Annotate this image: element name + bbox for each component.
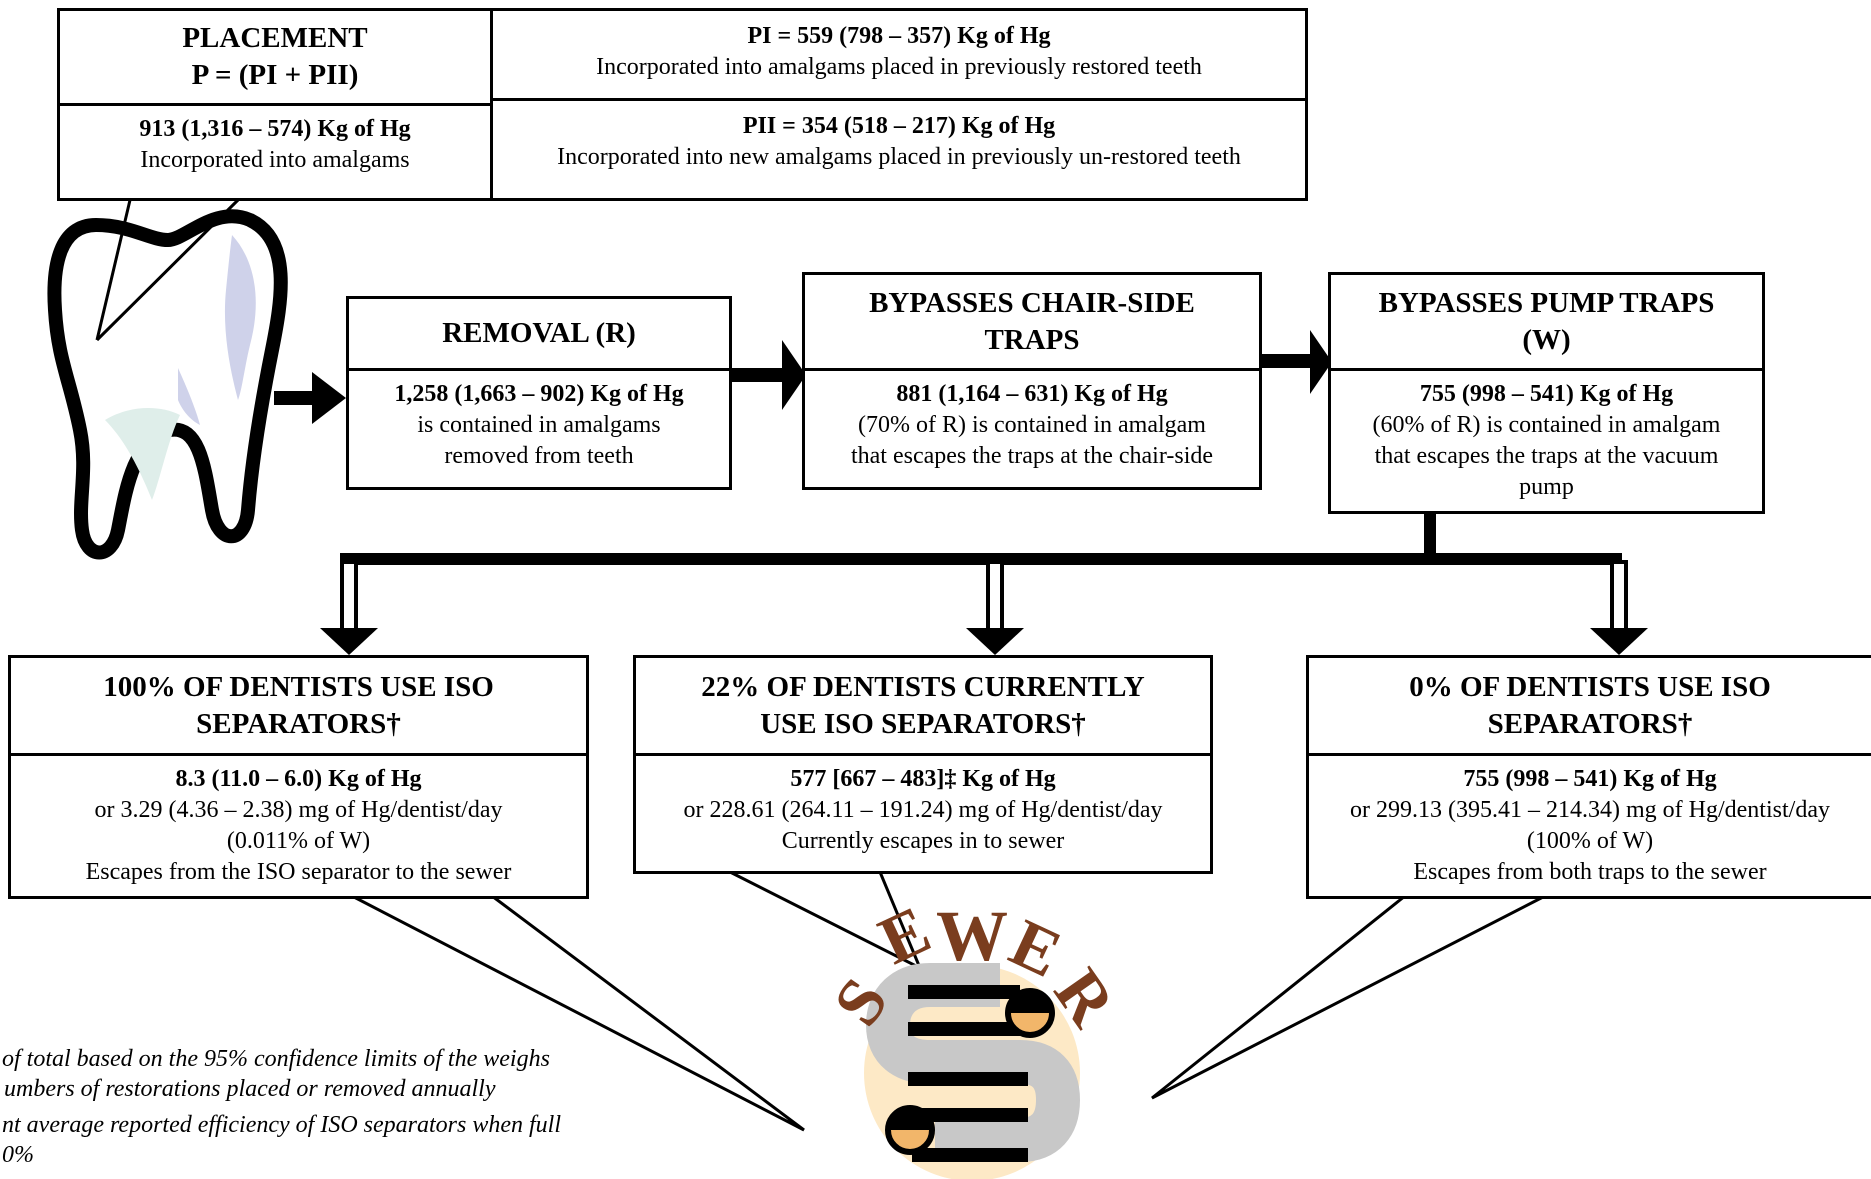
placement-body: 913 (1,316 – 574) Kg of Hg Incorporated … <box>60 106 490 198</box>
placement-callout <box>95 198 240 342</box>
scenario-0-body: 755 (998 – 541) Kg of Hg or 299.13 (395.… <box>1309 756 1871 896</box>
pump-desc-1: (60% of R) is contained in amalgam <box>1372 412 1721 438</box>
chairside-value: 881 (1,164 – 631) Kg of Hg <box>896 381 1168 407</box>
arrow-tooth-to-removal <box>274 372 346 424</box>
chairside-title-2: TRAPS <box>984 323 1080 356</box>
chairside-box: BYPASSES CHAIR-SIDE TRAPS 881 (1,164 – 6… <box>802 272 1262 490</box>
pi-desc: Incorporated into amalgams placed in pre… <box>596 54 1202 80</box>
pi-value: PI = 559 (798 – 357) Kg of Hg <box>747 23 1051 49</box>
chairside-title-1: BYPASSES CHAIR-SIDE <box>869 286 1195 319</box>
scenario-0-title-1: 0% OF DENTISTS USE ISO <box>1409 670 1771 703</box>
pii-desc: Incorporated into new amalgams placed in… <box>557 144 1241 170</box>
removal-title: REMOVAL (R) <box>442 317 636 349</box>
scenario-22-value: 577 [667 – 483]‡ Kg of Hg <box>790 766 1056 792</box>
branch-connectors <box>320 513 1648 655</box>
pump-body: 755 (998 – 541) Kg of Hg (60% of R) is c… <box>1331 371 1762 511</box>
placement-box: PLACEMENT P = (PI + PII) 913 (1,316 – 57… <box>57 8 493 201</box>
removal-value: 1,258 (1,663 – 902) Kg of Hg <box>394 381 684 407</box>
scenario-22-title-1: 22% OF DENTISTS CURRENTLY <box>701 670 1145 703</box>
placement-value: 913 (1,316 – 574) Kg of Hg <box>139 116 411 142</box>
arrow-removal-to-chairside <box>730 340 806 410</box>
tooth-icon <box>47 209 288 560</box>
footnote-1: of total based on the 95% confidence lim… <box>2 1046 550 1072</box>
chairside-desc-2: that escapes the traps at the chair-side <box>850 443 1214 469</box>
scenario-100-body: 8.3 (11.0 – 6.0) Kg of Hg or 3.29 (4.36 … <box>11 756 586 896</box>
pi-pii-box: PI = 559 (798 – 357) Kg of Hg Incorporat… <box>490 8 1308 201</box>
scenario-100-desc-2: (0.011% of W) <box>226 828 371 854</box>
scenario-100-title-2: SEPARATORS† <box>196 707 401 740</box>
footnote-3: nt average reported efficiency of ISO se… <box>2 1112 561 1138</box>
placement-formula: P = (PI + PII) <box>191 59 359 91</box>
sewer-letter-w: W <box>936 896 1008 976</box>
pump-desc-3: pump <box>1519 474 1574 500</box>
scenario-22-title-2: USE ISO SEPARATORS† <box>760 707 1086 740</box>
footnote-2: umbers of restorations placed or removed… <box>4 1076 496 1102</box>
pump-title-1: BYPASSES PUMP TRAPS <box>1378 286 1715 319</box>
scenario-0-desc-1: or 299.13 (395.41 – 214.34) mg of Hg/den… <box>1350 797 1830 823</box>
scenario-0-title-2: SEPARATORS† <box>1487 707 1693 740</box>
scenario-0-value: 755 (998 – 541) Kg of Hg <box>1463 766 1717 792</box>
scenario-22-desc-2: Currently escapes in to sewer <box>781 828 1065 854</box>
pii-section: PII = 354 (518 – 217) Kg of Hg Incorpora… <box>493 101 1305 198</box>
scenario-0-desc-2: (100% of W) <box>1526 828 1654 854</box>
removal-body: 1,258 (1,663 – 902) Kg of Hg is containe… <box>349 371 729 487</box>
scenario-0-header: 0% OF DENTISTS USE ISO SEPARATORS† <box>1309 658 1871 756</box>
removal-box: REMOVAL (R) 1,258 (1,663 – 902) Kg of Hg… <box>346 296 732 490</box>
scenario-100-value: 8.3 (11.0 – 6.0) Kg of Hg <box>175 766 422 792</box>
pii-value: PII = 354 (518 – 217) Kg of Hg <box>742 113 1056 139</box>
removal-desc-1: is contained in amalgams <box>417 412 661 438</box>
scenario-22-box: 22% OF DENTISTS CURRENTLY USE ISO SEPARA… <box>633 655 1213 874</box>
removal-header: REMOVAL (R) <box>349 299 729 371</box>
placement-header: PLACEMENT P = (PI + PII) <box>60 11 490 106</box>
scenario-100-header: 100% OF DENTISTS USE ISO SEPARATORS† <box>11 658 586 756</box>
scenario-0-box: 0% OF DENTISTS USE ISO SEPARATORS† 755 (… <box>1306 655 1871 899</box>
placement-desc: Incorporated into amalgams <box>140 147 410 173</box>
scenario-100-desc-3: Escapes from the ISO separator to the se… <box>85 859 512 885</box>
pump-value: 755 (998 – 541) Kg of Hg <box>1419 381 1674 407</box>
footnote-4: 0% <box>2 1142 34 1168</box>
scenario-100-desc-1: or 3.29 (4.36 – 2.38) mg of Hg/dentist/d… <box>94 797 503 823</box>
scenario-22-desc-1: or 228.61 (264.11 – 191.24) mg of Hg/den… <box>683 797 1163 823</box>
sewer-logo: S E W E R <box>818 891 1131 1179</box>
chairside-desc-1: (70% of R) is contained in amalgam <box>858 412 1206 438</box>
scenario-100-title-1: 100% OF DENTISTS USE ISO <box>103 670 494 703</box>
arrow-chairside-to-pump <box>1260 330 1332 394</box>
scenario-0-desc-3: Escapes from both traps to the sewer <box>1413 859 1767 885</box>
pump-header: BYPASSES PUMP TRAPS (W) <box>1331 275 1762 371</box>
chairside-header: BYPASSES CHAIR-SIDE TRAPS <box>805 275 1259 371</box>
placement-title: PLACEMENT <box>182 22 368 54</box>
pump-box: BYPASSES PUMP TRAPS (W) 755 (998 – 541) … <box>1328 272 1765 514</box>
pi-section: PI = 559 (798 – 357) Kg of Hg Incorporat… <box>493 11 1305 101</box>
chairside-body: 881 (1,164 – 631) Kg of Hg (70% of R) is… <box>805 371 1259 487</box>
scenario-22-header: 22% OF DENTISTS CURRENTLY USE ISO SEPARA… <box>636 658 1210 756</box>
pump-title-2: (W) <box>1522 323 1571 356</box>
pump-desc-2: that escapes the traps at the vacuum <box>1374 443 1719 469</box>
removal-desc-2: removed from teeth <box>444 443 634 469</box>
scenario-100-box: 100% OF DENTISTS USE ISO SEPARATORS† 8.3… <box>8 655 589 899</box>
scenario-22-body: 577 [667 – 483]‡ Kg of Hg or 228.61 (264… <box>636 756 1210 871</box>
